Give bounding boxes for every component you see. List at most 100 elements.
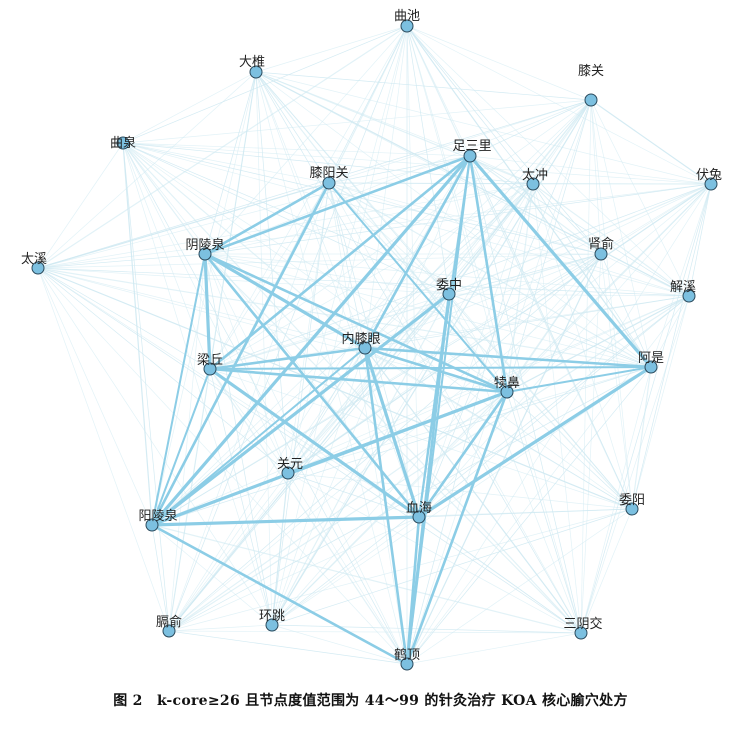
edge-weak bbox=[37, 267, 273, 626]
edge-weak bbox=[168, 368, 211, 632]
node-label: 太溪 bbox=[21, 252, 47, 267]
edge-weak bbox=[328, 155, 471, 184]
edge-weak bbox=[650, 183, 712, 368]
edge-weak bbox=[37, 267, 153, 526]
node-circle bbox=[400, 19, 414, 33]
edge-weak bbox=[600, 253, 633, 510]
edge-weak bbox=[271, 25, 408, 626]
node-circle bbox=[625, 502, 639, 516]
edge-weak bbox=[168, 366, 652, 632]
edge-strong-zusanli-dubi bbox=[468, 154, 509, 394]
edge-strong-yinlingquan-xiyangguan bbox=[203, 181, 331, 256]
node-label: 委阳 bbox=[619, 493, 645, 508]
node-label: 曲池 bbox=[394, 9, 420, 24]
edge-weak bbox=[287, 472, 420, 518]
edge-weak bbox=[122, 142, 471, 157]
edge-weak bbox=[406, 25, 633, 510]
edge-weak bbox=[580, 295, 690, 634]
node-dazhui: 大椎 bbox=[239, 55, 265, 79]
edge-weak bbox=[37, 267, 508, 393]
edge-weak bbox=[151, 524, 273, 626]
edge-weak bbox=[255, 25, 408, 73]
edge-weak bbox=[37, 253, 602, 269]
edge-weak bbox=[328, 182, 633, 510]
node-label: 曲泉 bbox=[110, 135, 136, 151]
node-circle bbox=[400, 657, 414, 671]
edge-weak bbox=[406, 25, 534, 185]
edge-weak bbox=[168, 253, 206, 632]
node-label: 伏兔 bbox=[696, 168, 722, 183]
node-circle bbox=[526, 177, 540, 191]
node-circle bbox=[116, 136, 130, 150]
node-jiexi: 解溪 bbox=[670, 280, 696, 303]
edge-weak bbox=[271, 508, 633, 626]
edge-weak bbox=[204, 253, 690, 297]
weak-edges bbox=[37, 25, 712, 665]
edge-weak bbox=[204, 71, 257, 255]
edge-weak bbox=[448, 293, 652, 368]
node-label: 膝关 bbox=[578, 64, 604, 79]
edge-weak bbox=[37, 71, 257, 269]
edge-weak bbox=[271, 253, 602, 626]
edge-weak bbox=[271, 183, 712, 626]
node-circle bbox=[249, 65, 263, 79]
edge-strong-weizhong-yanglingquan bbox=[150, 292, 451, 527]
edge-weak bbox=[168, 516, 420, 632]
edge-weak bbox=[151, 366, 652, 526]
edge-weak bbox=[151, 524, 170, 632]
edge-weak bbox=[122, 142, 602, 255]
edge-weak bbox=[406, 508, 633, 665]
node-weiyang: 委阳 bbox=[619, 493, 645, 516]
edge-weak bbox=[37, 267, 450, 295]
node-circle bbox=[162, 624, 176, 638]
node-circle bbox=[412, 510, 426, 524]
node-label: 阿是 bbox=[638, 351, 664, 366]
edge-weak bbox=[418, 183, 534, 518]
edge-weak bbox=[122, 142, 534, 185]
edge-strong-yanglingquan-heding bbox=[150, 523, 409, 666]
edge-weak bbox=[287, 25, 408, 474]
edge-weak bbox=[37, 267, 633, 510]
edge-weak bbox=[37, 253, 206, 269]
node-guanyuan: 关元 bbox=[277, 457, 303, 480]
edge-weak bbox=[122, 142, 330, 184]
node-circle bbox=[265, 618, 279, 632]
edge-weak bbox=[168, 630, 408, 665]
edge-weak bbox=[204, 253, 582, 634]
node-label: 膈俞 bbox=[156, 614, 182, 630]
node-circle bbox=[704, 177, 718, 191]
edge-weak bbox=[469, 155, 690, 297]
edge-weak bbox=[271, 183, 534, 626]
edge-weak bbox=[590, 99, 652, 368]
edge-weak bbox=[580, 508, 633, 634]
edge-weak bbox=[364, 347, 582, 634]
edge-weak bbox=[204, 183, 534, 255]
node-label: 委中 bbox=[436, 278, 462, 293]
node-weizhong: 委中 bbox=[436, 278, 462, 301]
edge-strong-dubi-heding bbox=[405, 390, 509, 666]
node-label: 大椎 bbox=[239, 55, 265, 70]
node-yinlingquan: 阴陵泉 bbox=[185, 237, 225, 261]
edge-weak bbox=[255, 71, 592, 101]
node-circle bbox=[198, 247, 212, 261]
edge-weak bbox=[406, 632, 582, 665]
edge-weak bbox=[122, 142, 582, 634]
node-circle bbox=[358, 341, 372, 355]
edge-weak bbox=[448, 253, 602, 295]
edge-weak bbox=[469, 155, 712, 185]
node-taichong: 太冲 bbox=[522, 168, 548, 191]
edge-weak bbox=[631, 295, 690, 510]
edge-weak bbox=[271, 391, 508, 626]
node-circle bbox=[594, 247, 608, 261]
edge-weak bbox=[532, 183, 633, 510]
node-xiguan: 膝关 bbox=[578, 64, 604, 107]
edge-weak bbox=[532, 183, 582, 634]
node-xuehai: 血海 bbox=[406, 501, 432, 524]
edge-weak bbox=[580, 366, 652, 634]
node-circle bbox=[574, 626, 588, 640]
edge-weak bbox=[168, 624, 273, 632]
edge-weak bbox=[37, 267, 170, 632]
node-circle bbox=[584, 93, 598, 107]
edge-strong-neixiyan-ashi bbox=[363, 346, 653, 369]
